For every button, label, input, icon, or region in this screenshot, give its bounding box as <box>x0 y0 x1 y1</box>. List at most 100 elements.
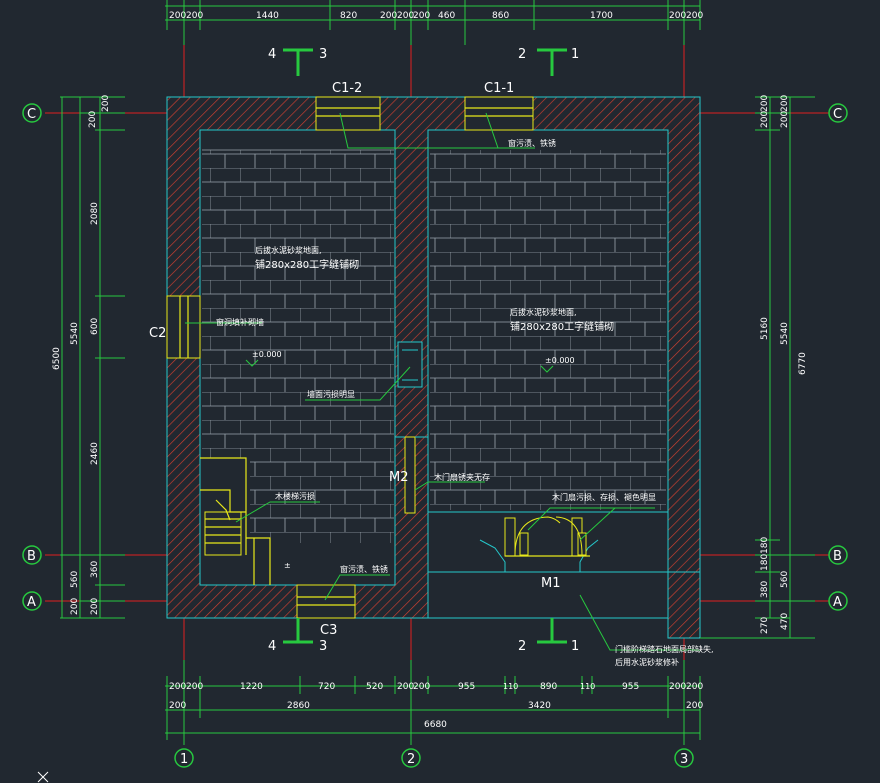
left-dim-7: 560 <box>70 571 80 588</box>
note-step-2: 后用水泥砂浆修补 <box>615 657 679 667</box>
bottom-dim-9: 110 <box>503 682 518 691</box>
note-step-1: 门槛阶梯踏石地面局部缺失, <box>615 644 714 654</box>
stair <box>200 457 271 585</box>
note-floor-right-1: 后拔水泥砂浆地面, <box>510 307 577 317</box>
top-dim-1: 200 <box>169 11 186 21</box>
level-marker-left <box>245 359 259 367</box>
axis-b-right: B <box>833 549 842 564</box>
section-top-right-a: 2 <box>518 47 526 62</box>
bottom-dim-3: 1220 <box>240 682 263 692</box>
bottom-dim-7: 200 <box>413 682 430 692</box>
left-dim-9: 200 <box>90 598 100 615</box>
bottom-dim-8: 955 <box>458 682 475 692</box>
top-dimensions: 200 200 1440 820 200 200 200 460 860 170… <box>165 0 703 45</box>
bottom-dim-11: 110 <box>580 682 595 691</box>
label-m2: M2 <box>389 470 409 485</box>
right-dim-outer: 6770 <box>798 352 808 375</box>
right-dim-3: 5160 <box>760 317 770 340</box>
left-dim-4: 600 <box>90 318 100 335</box>
bottom-dim-row2-4: 200 <box>686 701 703 711</box>
svg-text:±: ± <box>284 561 291 570</box>
bottom-dim-13: 200 <box>669 682 686 692</box>
section-bottom-left-a: 4 <box>268 639 276 654</box>
bottom-dim-6: 200 <box>397 682 414 692</box>
right-dim-mid-b: 470 <box>780 613 790 630</box>
note-window-top: 窗污渍、铁锈 <box>508 138 556 148</box>
label-m1: M1 <box>541 576 561 591</box>
top-dim-6: 200 <box>397 11 414 21</box>
left-dim-8: 200 <box>70 598 80 615</box>
top-dim-11: 200 <box>669 11 686 21</box>
axis-bubbles <box>22 103 848 768</box>
bottom-dim-row2-2: 2860 <box>287 701 310 711</box>
axis-c-left: C <box>27 107 36 122</box>
center-column <box>395 341 428 514</box>
label-c3: C3 <box>320 623 337 638</box>
left-dim-3: 2080 <box>90 202 100 225</box>
top-dim-3: 1440 <box>256 11 279 21</box>
bottom-dimensions <box>165 660 701 745</box>
axis-2: 2 <box>407 752 415 767</box>
top-dim-4: 820 <box>340 11 357 21</box>
bottom-dim-4: 720 <box>318 682 335 692</box>
label-c1-1: C1-1 <box>484 81 514 96</box>
bottom-dim-1: 200 <box>169 682 186 692</box>
right-dim-8: 200 <box>780 95 790 112</box>
section-bottom-right-b: 1 <box>571 639 579 654</box>
section-bottom-right-a: 2 <box>518 639 526 654</box>
top-dim-7: 200 <box>413 11 430 21</box>
note-stair: 木楼梯污损 <box>275 491 315 501</box>
section-bottom-left-b: 3 <box>319 639 327 654</box>
bottom-dim-14: 200 <box>686 682 703 692</box>
section-top-right-b: 1 <box>571 47 579 62</box>
axis-1: 1 <box>180 752 188 767</box>
bottom-dim-5: 520 <box>366 682 383 692</box>
left-dim-1: 200 <box>101 95 111 112</box>
bottom-dim-12: 955 <box>622 682 639 692</box>
level-marker-right <box>540 365 554 373</box>
bottom-dim-total: 6680 <box>424 720 447 730</box>
leader-lines <box>185 112 700 651</box>
left-dim-6: 360 <box>90 561 100 578</box>
door-m1 <box>504 516 590 557</box>
right-dimensions <box>700 96 815 639</box>
left-dim-5: 2460 <box>90 442 100 465</box>
bottom-dim-row2-1: 200 <box>169 701 186 711</box>
ucs-icon <box>37 771 49 783</box>
note-window-left: 窗洞填补砌墙 <box>216 317 264 327</box>
note-floor-left-1: 后拔水泥砂浆地面, <box>255 245 322 255</box>
note-level-left: ±0.000 <box>252 350 282 359</box>
right-dim-7: 270 <box>760 617 770 634</box>
left-dim-outer: 6500 <box>52 347 62 370</box>
section-markers <box>283 48 567 644</box>
note-wall-center: 墙面污损明显 <box>307 389 355 399</box>
top-dim-5: 200 <box>380 11 397 21</box>
right-dim-5: 180 <box>760 554 770 571</box>
top-dim-12: 200 <box>686 11 703 21</box>
section-top-left-a: 4 <box>268 47 276 62</box>
axis-b-left: B <box>27 549 36 564</box>
floor-tiles <box>202 149 666 543</box>
section-top-left-b: 3 <box>319 47 327 62</box>
m1-area <box>427 539 701 639</box>
note-floor-right-2: 铺280x280工字缝铺砌 <box>510 320 614 333</box>
note-window-bottom: 窗污渍、铁锈 <box>340 564 388 574</box>
left-dimensions <box>60 96 125 619</box>
right-dim-4: 180 <box>760 537 770 554</box>
top-dim-9: 860 <box>492 11 509 21</box>
note-door-m1: 木门扇污损、存损、褪色明显 <box>552 492 656 502</box>
left-dim-2: 200 <box>88 111 98 128</box>
windows <box>166 96 534 619</box>
bottom-dim-2: 200 <box>186 682 203 692</box>
right-dim-mid: 5540 <box>780 322 790 345</box>
top-dim-2: 200 <box>186 11 203 21</box>
right-dim-2: 200 <box>760 111 770 128</box>
right-dim-1: 200 <box>760 95 770 112</box>
axis-c-right: C <box>833 107 842 122</box>
note-floor-left-2: 铺280x280工字缝铺砌 <box>255 258 359 271</box>
axis-3: 3 <box>680 752 688 767</box>
right-dim-mid-a: 560 <box>780 571 790 588</box>
bottom-dim-10: 890 <box>540 682 557 692</box>
bottom-dim-row2-3: 3420 <box>528 701 551 711</box>
